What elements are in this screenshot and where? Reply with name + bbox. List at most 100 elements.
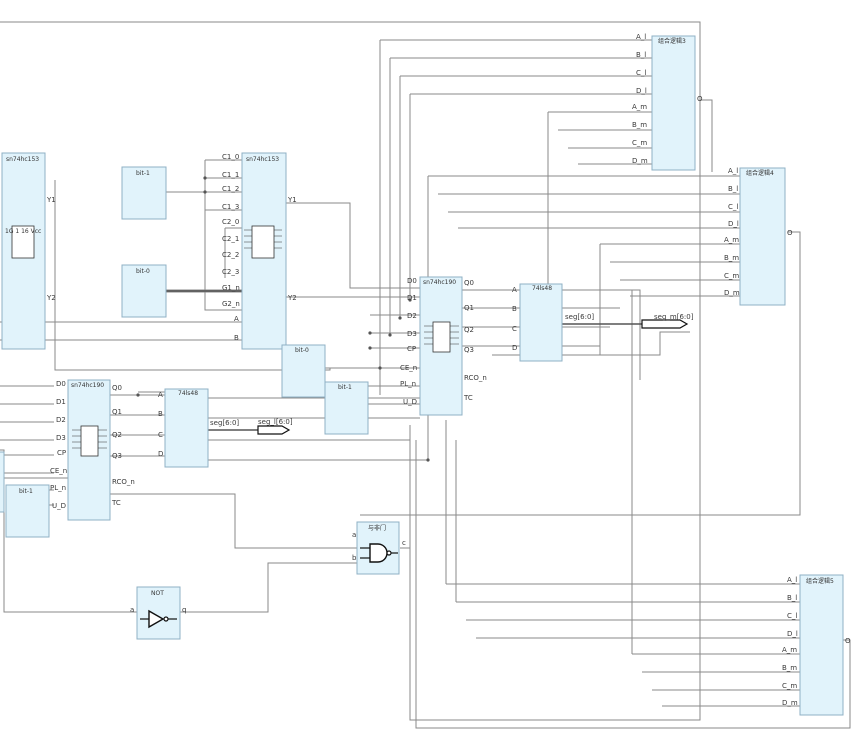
bit1-left-block[interactable]: bit-1 <box>5 484 50 538</box>
svg-text:C1_3: C1_3 <box>222 203 239 211</box>
wire <box>286 202 420 289</box>
wire <box>415 440 851 729</box>
svg-text:PL_n: PL_n <box>400 380 416 388</box>
svg-text:a: a <box>352 531 356 539</box>
mux-mid-block[interactable]: sn74hc153 C1_0 C1_1 C1_2 C1_3 C2_0 C2_1 … <box>222 152 297 350</box>
logic3-block[interactable]: 组合逻辑3 A_l B_l C_l D_l A_m B_m C_m D_m O <box>632 33 703 171</box>
svg-text:A_l: A_l <box>728 167 738 175</box>
logic5-block[interactable]: 组合逻辑5 A_l B_l C_l D_l A_m B_m C_m D_m O <box>782 574 851 716</box>
svg-text:D: D <box>512 344 517 352</box>
wire <box>0 449 137 613</box>
svg-text:D0: D0 <box>407 277 417 285</box>
svg-text:B_m: B_m <box>782 664 797 672</box>
offscreen-block-edge <box>0 451 5 513</box>
svg-text:CE_n: CE_n <box>400 364 417 372</box>
not-gate-icon <box>140 609 177 629</box>
wire <box>110 493 360 549</box>
junctions <box>136 176 550 462</box>
svg-text:D3: D3 <box>56 434 66 442</box>
svg-text:B_l: B_l <box>787 594 797 602</box>
wire <box>54 180 331 371</box>
output-port-seg-m[interactable]: seg_m[6:0] <box>641 313 694 329</box>
svg-text:D_m: D_m <box>632 157 648 165</box>
svg-text:C2_3: C2_3 <box>222 268 239 276</box>
port-label: seg[6:0] <box>565 313 594 321</box>
decoder-right-block[interactable]: 74ls48 A B C D seg[6:0] seg_m[6:0] <box>512 283 694 362</box>
output-port-seg-l[interactable]: seg_l[6:0] <box>257 418 293 435</box>
svg-text:C2_2: C2_2 <box>222 251 239 259</box>
svg-text:B_l: B_l <box>728 185 738 193</box>
port-label: O <box>697 95 703 103</box>
svg-text:D: D <box>158 450 163 458</box>
svg-text:C1_0: C1_0 <box>222 153 239 161</box>
wire <box>562 289 641 380</box>
svg-text:C2_1: C2_1 <box>222 235 239 243</box>
counter-right-input-labels: D0 D1 D2 D3 CP CE_n PL_n U_D <box>400 277 417 406</box>
svg-text:Q3: Q3 <box>112 452 122 460</box>
svg-text:C1_1: C1_1 <box>222 171 239 179</box>
not-gate-block[interactable]: NOT a q <box>130 586 186 640</box>
port-label: seg[6:0] <box>210 419 239 427</box>
svg-text:TC: TC <box>463 394 473 402</box>
logic4-block[interactable]: 组合逻辑4 A_l B_l C_l D_l A_m B_m C_m D_m O <box>724 167 793 306</box>
svg-text:1G 1 16 Vcc: 1G 1 16 Vcc <box>5 228 41 235</box>
svg-text:A: A <box>234 315 239 323</box>
svg-text:B_l: B_l <box>636 51 646 59</box>
block-title: sn74hc153 <box>6 156 39 163</box>
svg-text:U_D: U_D <box>52 502 66 510</box>
bit0-mid-block[interactable]: bit-0 <box>281 344 326 398</box>
counter-left-block[interactable]: sn74hc190 D0 D1 D2 D3 CP CE_n PL_n U_D Q… <box>50 379 135 521</box>
svg-text:c: c <box>402 539 406 547</box>
block-title: bit-0 <box>136 268 150 275</box>
mux-left-block[interactable]: sn74hc153 Y1 Y2 1G 1 16 Vcc <box>1 152 56 350</box>
wire <box>204 160 242 311</box>
port-label: Y2 <box>46 294 56 302</box>
decoder-left-block[interactable]: 74ls48 A B C D seg[6:0] seg_l[6:0] <box>158 388 293 468</box>
counter-left-input-labels: D0 D1 D2 D3 CP CE_n PL_n U_D <box>50 380 67 510</box>
block-body <box>519 283 563 362</box>
svg-text:D2: D2 <box>56 416 66 424</box>
block-title: 组合逻辑4 <box>746 169 774 177</box>
svg-text:A: A <box>512 286 517 294</box>
block-body <box>799 574 844 716</box>
block-title: 组合逻辑5 <box>806 577 834 585</box>
svg-text:D1: D1 <box>56 398 66 406</box>
svg-text:D_m: D_m <box>782 699 798 707</box>
counter-left-output-labels: Q0 Q1 Q2 Q3 RCO_n TC <box>111 384 135 507</box>
svg-text:TC: TC <box>111 499 121 507</box>
output-port-label: seg_m[6:0] <box>654 313 694 321</box>
svg-text:PL_n: PL_n <box>50 484 66 492</box>
svg-text:CE_n: CE_n <box>50 467 67 475</box>
svg-text:A: A <box>158 391 163 399</box>
counter-right-block[interactable]: sn74hc190 D0 D1 D2 D3 CP CE_n PL_n U_D Q… <box>400 276 487 416</box>
svg-text:A_m: A_m <box>782 646 797 654</box>
svg-text:B: B <box>158 410 163 418</box>
bit1-mid-block[interactable]: bit-1 <box>324 381 369 435</box>
svg-text:D_l: D_l <box>787 630 798 638</box>
block-title: sn74hc190 <box>71 382 104 389</box>
chip-icon <box>72 425 107 457</box>
port-label: O <box>845 637 851 645</box>
svg-text:A_m: A_m <box>724 236 739 244</box>
svg-text:U_D: U_D <box>403 398 417 406</box>
svg-text:D_m: D_m <box>724 289 740 297</box>
chip-icon <box>244 225 282 259</box>
svg-text:C_l: C_l <box>636 69 646 77</box>
block-body <box>739 167 786 306</box>
nand-gate-block[interactable]: 与非门 a b c <box>352 521 406 575</box>
svg-text:B_m: B_m <box>724 254 739 262</box>
bit0-top-block[interactable]: bit-0 <box>121 264 167 318</box>
svg-text:G2_n: G2_n <box>222 300 240 308</box>
svg-text:q: q <box>182 606 186 614</box>
logic5-input-labels: A_l B_l C_l D_l A_m B_m C_m D_m <box>782 576 798 707</box>
svg-text:C1_2: C1_2 <box>222 185 239 193</box>
svg-text:A_l: A_l <box>787 576 797 584</box>
svg-text:Q1: Q1 <box>112 408 122 416</box>
svg-text:D_l: D_l <box>728 220 739 228</box>
svg-text:Q0: Q0 <box>464 279 474 287</box>
bit1-top-block[interactable]: bit-1 <box>121 166 167 220</box>
chip-icon <box>424 321 459 353</box>
block-title: NOT <box>151 590 164 597</box>
svg-text:b: b <box>352 554 357 562</box>
